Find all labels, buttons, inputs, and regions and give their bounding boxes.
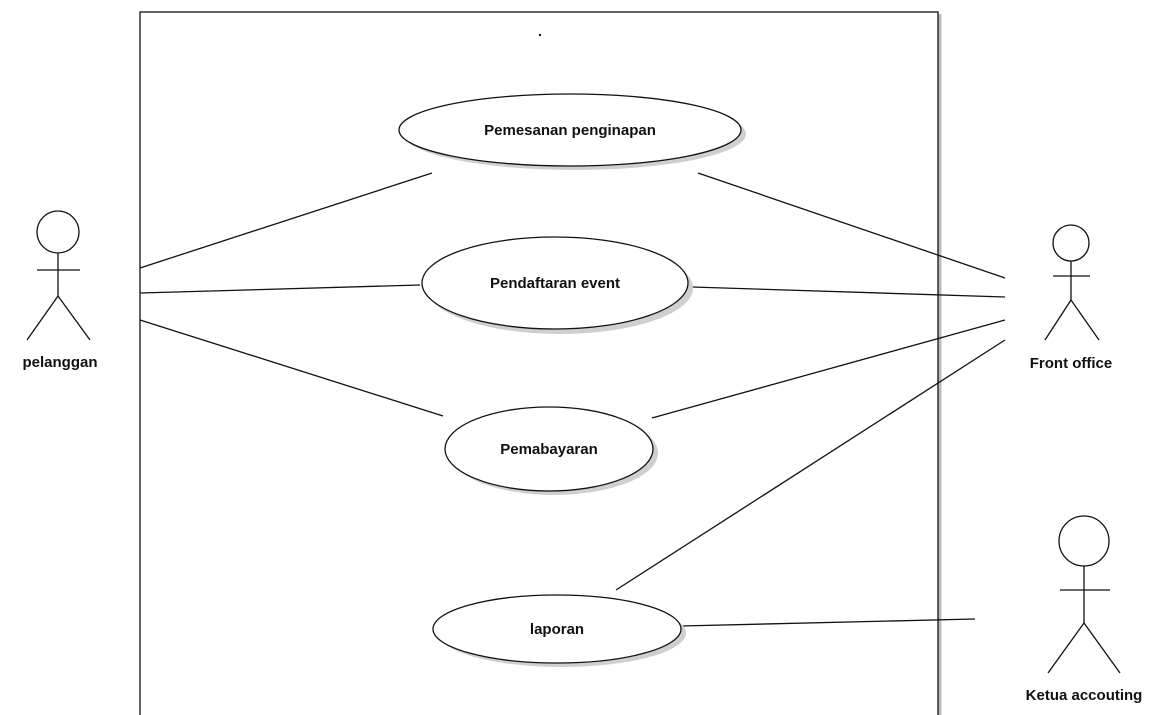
assoc-frontoffice-pembayaran [651,319,1006,419]
use-case-label-pembayaran: Pemabayaran [500,441,598,458]
use-case-label-pemesanan: Pemesanan penginapan [484,122,656,139]
assoc-frontoffice-pemesanan [697,172,1006,279]
assoc-pelanggan-pendaftaran [139,284,421,294]
assoc-frontoffice-laporan [615,339,1006,591]
system-title: . [538,23,542,39]
actor-front-office: Front office [1030,224,1113,372]
use-case-pembayaran: Pemabayaran [444,406,658,495]
actor-pelanggan: pelanggan [22,210,98,371]
actor-ketua-accouting: Ketua accouting [1026,515,1143,704]
use-case-ellipse [432,594,682,664]
use-case-label-pendaftaran: Pendaftaran event [490,275,620,292]
use-case-ellipse [444,406,654,492]
use-case-pendaftaran: Pendaftaran event [421,236,693,334]
assoc-frontoffice-pendaftaran [691,286,1006,298]
use-case-laporan: laporan [432,594,686,667]
assoc-ketua-laporan [680,618,976,627]
system-boundary: . [139,11,942,715]
actor-label-ketua-accouting: Ketua accouting [1026,687,1143,704]
use-case-ellipse [421,236,689,330]
use-case-label-laporan: laporan [530,621,584,638]
use-case-pemesanan: Pemesanan penginapan [398,93,746,170]
actor-label-front-office: Front office [1030,355,1113,372]
stick-figure-icon [1044,224,1100,341]
stick-figure-icon [1047,515,1121,674]
system-boundary-rect [139,11,939,715]
associations [139,172,1006,627]
use-case-ellipse [398,93,742,167]
assoc-pelanggan-pemesanan [139,172,433,269]
stick-figure-icon [26,210,91,341]
actor-label-pelanggan: pelanggan [22,354,97,371]
assoc-pelanggan-pembayaran [139,319,444,417]
